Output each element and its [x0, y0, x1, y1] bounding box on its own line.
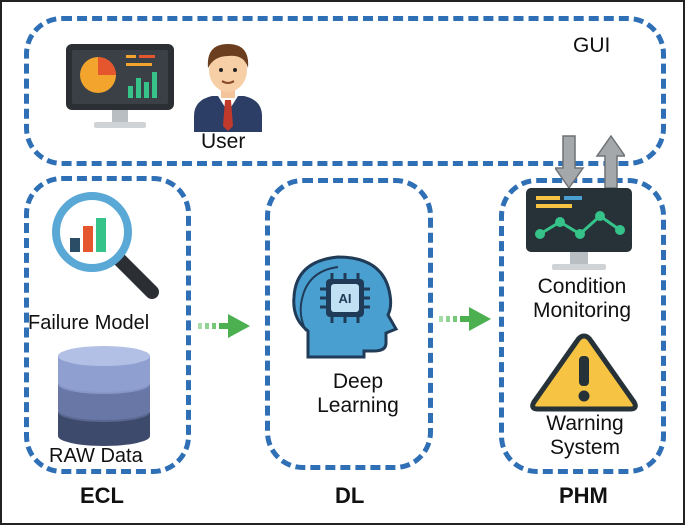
raw-data-label: RAW Data: [49, 445, 143, 467]
deep-learning-label: Deep Learning: [312, 370, 404, 417]
dl-section-label: DL: [335, 483, 365, 508]
ecl-to-dl-arrow-icon: [198, 314, 250, 338]
ai-head-icon: AI: [292, 255, 399, 359]
condition-line-1: Condition: [537, 275, 627, 298]
dl-to-phm-arrow-icon: [439, 307, 491, 331]
gui-label: GUI: [573, 34, 611, 57]
user-label: User: [201, 130, 246, 153]
ecl-group-box: [24, 176, 191, 474]
deep-learning-line-2: Learning: [317, 393, 399, 417]
ecl-section-label: ECL: [80, 483, 124, 508]
up-down-arrows-icon: [555, 134, 625, 190]
warning-triangle-icon: [530, 333, 638, 412]
failure-model-label: Failure Model: [28, 312, 150, 334]
warning-line-1: Warning: [546, 412, 624, 435]
magnifier-chart-icon: [52, 192, 159, 299]
dl-group-box: [265, 178, 433, 470]
deep-learning-line-1: Deep: [332, 370, 384, 393]
dashboard-monitor-icon: [66, 44, 174, 128]
database-icon: [58, 346, 150, 446]
gui-group-box: [24, 16, 666, 166]
monitoring-screen-icon: [526, 188, 632, 270]
condition-monitoring-label: Condition Monitoring: [524, 275, 640, 322]
phm-section-label: PHM: [559, 483, 608, 508]
warning-line-2: System: [549, 435, 620, 459]
phm-group-box: [499, 178, 666, 474]
condition-line-2: Monitoring: [532, 298, 632, 322]
warning-system-label: Warning System: [525, 412, 645, 459]
user-avatar-icon: [194, 44, 262, 132]
chip-text: AI: [339, 291, 352, 306]
